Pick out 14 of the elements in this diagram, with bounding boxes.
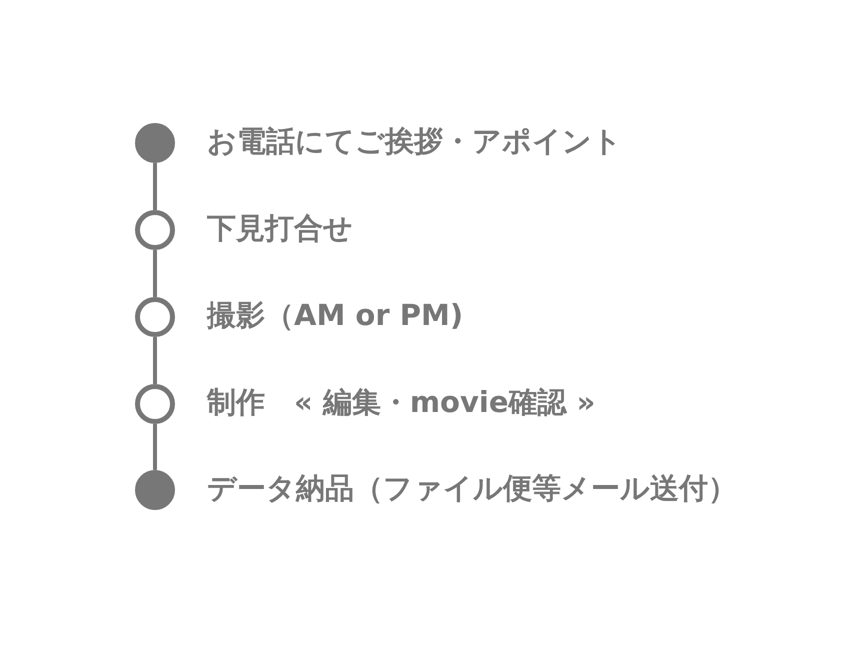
step-label: 下見打合せ	[207, 210, 353, 246]
step-label: 撮影（AM or PM)	[207, 297, 464, 333]
step-label: データ納品（ファイル便等メール送付）	[207, 470, 737, 506]
step-circle	[135, 384, 175, 424]
step-label: 制作 « 編集・movie確認 »	[207, 384, 596, 420]
step-circle	[135, 123, 175, 163]
step-circle	[135, 470, 175, 510]
connector-line	[153, 337, 157, 384]
connector-line	[153, 250, 157, 297]
step-label: お電話にてご挨拶・アポイント	[207, 123, 622, 159]
step-circle	[135, 210, 175, 250]
step-circle	[135, 297, 175, 337]
connector-line	[153, 424, 157, 470]
connector-line	[153, 163, 157, 210]
